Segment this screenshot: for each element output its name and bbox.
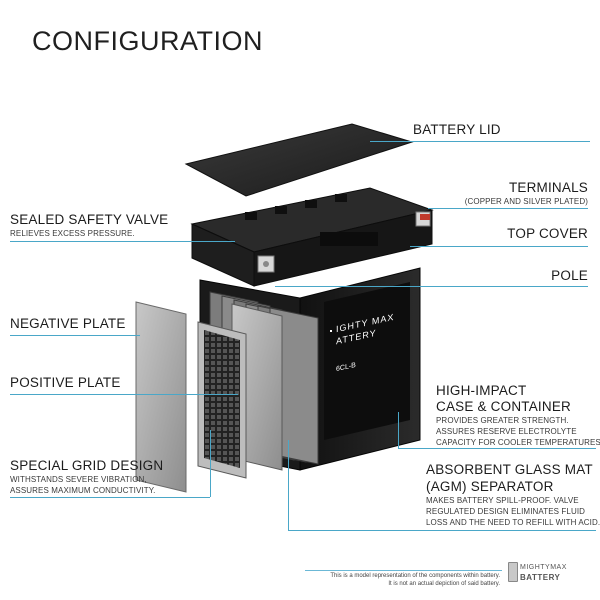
footer-rule: [305, 570, 502, 571]
label-negative-plate: NEGATIVE PLATE: [10, 316, 126, 331]
label-high-impact-sub-1: PROVIDES GREATER STRENGTH.: [436, 416, 569, 425]
label-terminals-sub: (COPPER AND SILVER PLATED): [464, 197, 588, 206]
negative-plate: [135, 301, 187, 493]
label-agm-sub-1: MAKES BATTERY SPILL-PROOF. VALVE: [426, 496, 579, 505]
top-cover: [190, 187, 434, 287]
leader-agm-v: [288, 440, 289, 530]
label-agm-sub-2: REGULATED DESIGN ELIMINATES FLUID: [426, 507, 586, 516]
label-battery-lid: BATTERY LID: [413, 122, 501, 137]
label-grid-sub-1: WITHSTANDS SEVERE VIBRATION,: [10, 475, 147, 484]
leader-grid-design: [10, 497, 210, 498]
label-sealed-valve: SEALED SAFETY VALVE: [10, 212, 169, 227]
grid-plate: [197, 321, 247, 479]
leader-positive-plate: [10, 394, 238, 395]
leader-pole: [275, 286, 588, 287]
logo-line-2: BATTERY: [520, 573, 561, 582]
mightymax-battery-icon: [508, 562, 518, 582]
label-pole: POLE: [551, 268, 588, 283]
footer-line-1: This is a model representation of the co…: [330, 573, 500, 579]
logo-line-1: MIGHTYMAX: [520, 564, 567, 571]
label-agm-sub-3: LOSS AND THE NEED TO REFILL WITH ACID.: [426, 518, 600, 527]
label-high-impact-sub-3: CAPACITY FOR COOLER TEMPERATURES.: [436, 438, 600, 447]
footer-line-2: It is not an actual depiction of said ba…: [388, 581, 500, 587]
leader-sealed-valve: [10, 241, 235, 242]
label-agm-2: (AGM) SEPARATOR: [426, 479, 554, 494]
leader-high-impact-v: [398, 412, 399, 448]
label-sealed-valve-sub: RELIEVES EXCESS PRESSURE.: [10, 229, 135, 238]
label-terminals: TERMINALS: [508, 180, 588, 195]
label-high-impact-sub-2: ASSURES RESERVE ELECTROLYTE: [436, 427, 577, 436]
label-top-cover: TOP COVER: [507, 226, 588, 241]
label-agm-1: ABSORBENT GLASS MAT: [426, 462, 593, 477]
leader-terminals: [428, 208, 588, 209]
leader-top-cover: [410, 246, 588, 247]
page-title: CONFIGURATION: [32, 26, 263, 56]
label-grid-design: SPECIAL GRID DESIGN: [10, 458, 164, 473]
leader-grid-design-v: [210, 430, 211, 497]
leader-high-impact-h: [398, 448, 596, 449]
label-positive-plate: POSITIVE PLATE: [10, 375, 121, 390]
leader-battery-lid: [370, 141, 590, 142]
label-high-impact-1: HIGH-IMPACT: [436, 383, 527, 398]
leader-agm: [288, 530, 596, 531]
leader-negative-plate: [10, 335, 140, 336]
battery-lid: [184, 123, 414, 197]
label-grid-sub-2: ASSURES MAXIMUM CONDUCTIVITY.: [10, 486, 156, 495]
label-high-impact-2: CASE & CONTAINER: [436, 399, 571, 414]
